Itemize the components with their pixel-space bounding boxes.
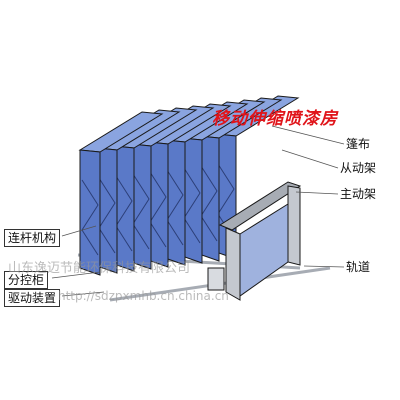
linkage-bar-1 <box>81 179 99 256</box>
diagram-title: 移动伸缩喷漆房 <box>212 109 338 129</box>
linkage-bar-3 <box>115 175 133 252</box>
booth-interior <box>239 203 289 297</box>
watermark-company: 山东逸迈节能环保科技有限公司 <box>8 261 191 276</box>
label-driving-frame: 主动架 <box>340 187 377 201</box>
leader-lines <box>51 125 345 297</box>
label-canopy: 篷布 <box>346 137 371 151</box>
leader-line-right-1 <box>271 125 345 145</box>
label-track: 轨道 <box>346 260 371 274</box>
leader-line-right-3 <box>295 191 339 195</box>
linkage-bar-2 <box>98 177 116 254</box>
driving-frame-left-post <box>225 227 241 301</box>
linkage-bar-7 <box>183 167 201 244</box>
linkage-bar-5 <box>149 171 167 248</box>
leader-line-right-4 <box>303 265 345 268</box>
control-cabinet <box>207 267 225 291</box>
label-drive-unit: 驱动装置 <box>4 289 61 307</box>
linkage-bar-4 <box>132 173 150 250</box>
booth-front-frame <box>207 181 302 301</box>
linkage-bar-8 <box>200 165 218 242</box>
driving-frame-right-post <box>287 185 301 266</box>
booth-panel-group <box>78 95 300 276</box>
section-side-1 <box>79 149 101 276</box>
leader-line-left-2 <box>51 271 101 279</box>
label-control-cabinet: 分控柜 <box>4 271 49 289</box>
leader-line-left-1 <box>61 225 97 237</box>
label-linkage: 连杆机构 <box>4 229 61 247</box>
leader-line-right-2 <box>281 149 339 169</box>
linkage-bar-6 <box>166 169 184 246</box>
watermark-url: http://sdzpxmhb.cn.china.cn <box>58 289 229 303</box>
leader-line-left-3 <box>61 291 105 297</box>
label-driven-frame: 从动架 <box>340 161 377 175</box>
